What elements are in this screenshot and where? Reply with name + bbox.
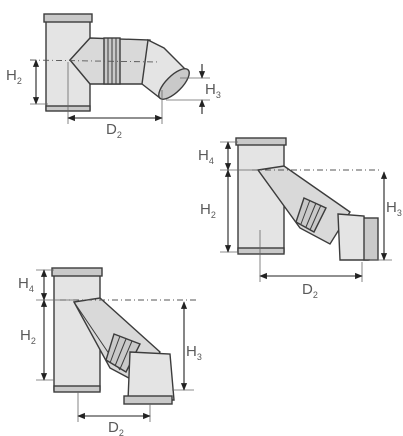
- label-d2-top: D2: [106, 121, 122, 140]
- label-h2-mid: H2: [200, 201, 216, 220]
- label-h3-bottom: H3: [186, 343, 202, 362]
- label-h3-top: H3: [205, 81, 221, 100]
- fitting-middle: H4 H2 H3 D2: [198, 137, 402, 300]
- label-h2-top: H2: [6, 67, 22, 86]
- fitting-top: H2 H3 D2: [6, 13, 221, 140]
- label-h2-bottom: H2: [20, 327, 36, 346]
- label-h3-mid: H3: [386, 199, 402, 218]
- fitting-bottom: H4 H2 H3 D2: [18, 267, 202, 436]
- label-d2-bottom: D2: [108, 419, 124, 436]
- label-h4-mid: H4: [198, 147, 214, 166]
- label-h4-bottom: H4: [18, 275, 34, 294]
- label-d2-mid: D2: [302, 281, 318, 300]
